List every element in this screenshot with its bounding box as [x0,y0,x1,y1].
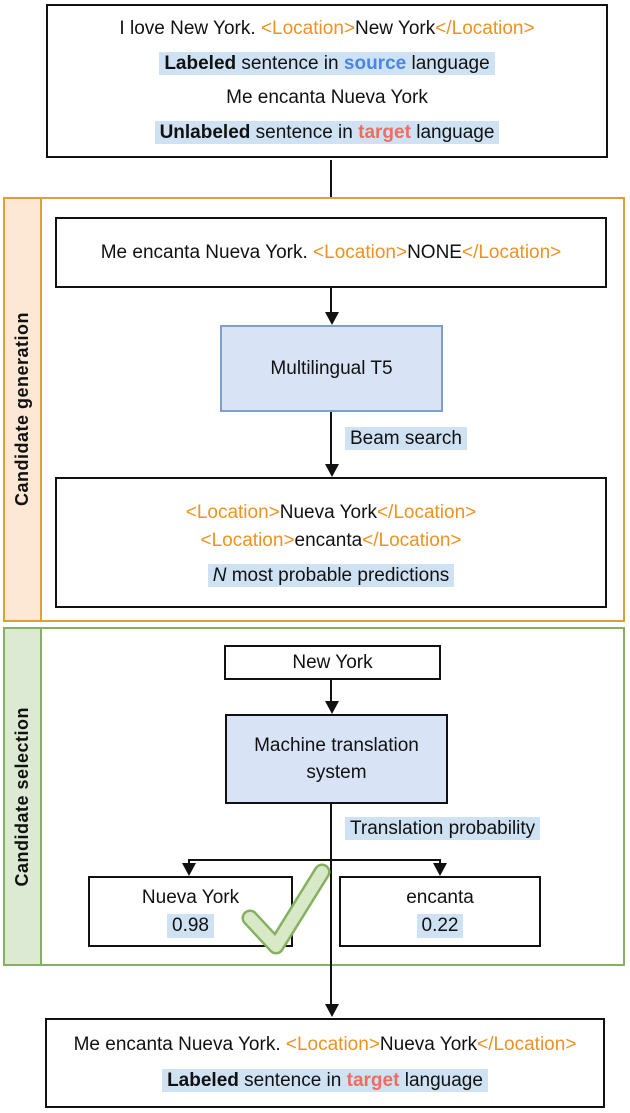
location-open-tag: <Location> [200,529,295,551]
branch-line [188,859,190,866]
arrow-down-icon [325,312,339,325]
arrow-down-icon [433,863,447,876]
labeled-word: Labeled [164,52,237,74]
candidate-score: 0.22 [416,914,464,938]
predictions-caption: N most probable predictions [207,563,455,587]
location-open-tag: <Location> [185,501,280,523]
output-entity: Nueva York [379,1034,478,1055]
prediction-entity: encanta [294,529,363,551]
candidate-text: encanta [406,887,474,908]
checkmark-icon [241,863,331,955]
arrow-down-icon [182,863,196,876]
source-word: source [343,52,407,74]
source-entity: New York [354,18,436,40]
candidate-score: 0.98 [167,914,214,938]
generation-input-sentence: Me encanta Nueva York. <Location>NONE</L… [100,241,562,263]
target-unlabeled-sentence: Me encanta Nueva York [226,87,428,109]
location-close-tag: </Location> [376,501,477,523]
candidate-text: Nueva York [141,887,240,908]
arrow-line [330,288,332,313]
branch-line [188,859,441,861]
location-open-tag: <Location> [285,1034,380,1055]
prediction-entity: Nueva York [279,501,377,523]
selection-input-box: New York [224,645,441,680]
machine-translation-label: Machine translation system [254,735,419,783]
selection-input-text: New York [292,651,373,673]
prediction-item: <Location>Nueva York</Location> [186,499,477,527]
predictions-box: <Location>Nueva York</Location> <Locatio… [55,477,607,608]
multilingual-t5-box: Multilingual T5 [220,325,443,412]
arrow-down-icon [325,1004,339,1017]
arrow-line [330,160,332,205]
arrow-line [330,680,332,702]
generation-input-box: Me encanta Nueva York. <Location>NONE</L… [55,217,607,288]
output-labeled-sentence: Me encanta Nueva York. <Location>Nueva Y… [73,1034,577,1055]
output-box: Me encanta Nueva York. <Location>Nueva Y… [45,1018,605,1108]
candidate-selection-sidebar: Candidate selection [5,629,42,964]
target-caption: Unlabeled sentence in target language [154,120,500,144]
target-word: target [346,1070,400,1091]
arrow-line [330,804,332,1005]
location-close-tag: </Location> [362,529,462,551]
arrow-line [330,412,332,465]
location-close-tag: </Location> [461,241,562,263]
none-entity: NONE [407,241,462,263]
location-open-tag: <Location> [313,241,408,263]
input-pair-box: I love New York. <Location>New York</Loc… [46,4,608,158]
candidate-selection-label: Candidate selection [12,706,32,887]
source-sentence-text: I love New York. [119,18,261,40]
candidate-generation-sidebar: Candidate generation [5,199,42,620]
arrow-down-icon [325,701,339,714]
multilingual-t5-label: Multilingual T5 [270,357,393,379]
beam-search-label: Beam search [345,427,467,450]
translation-probability-label: Translation probability [345,817,541,840]
location-close-tag: </Location> [477,1034,577,1055]
prediction-item: <Location>encanta</Location> [201,527,462,555]
arrow-down-icon [325,464,339,477]
labeled-word: Labeled [167,1070,239,1091]
candidate-generation-label: Candidate generation [12,312,32,507]
location-open-tag: <Location> [260,18,355,40]
candidate-box-encanta: encanta 0.22 [339,876,541,947]
machine-translation-box: Machine translation system [225,714,448,804]
target-word: target [358,121,411,143]
location-close-tag: </Location> [435,18,535,40]
branch-line [439,859,441,866]
source-labeled-sentence: I love New York. <Location>New York</Loc… [119,18,534,40]
output-caption: Labeled sentence in target language [162,1069,488,1092]
unlabeled-word: Unlabeled [159,121,251,143]
source-caption: Labeled sentence in source language [159,51,495,75]
